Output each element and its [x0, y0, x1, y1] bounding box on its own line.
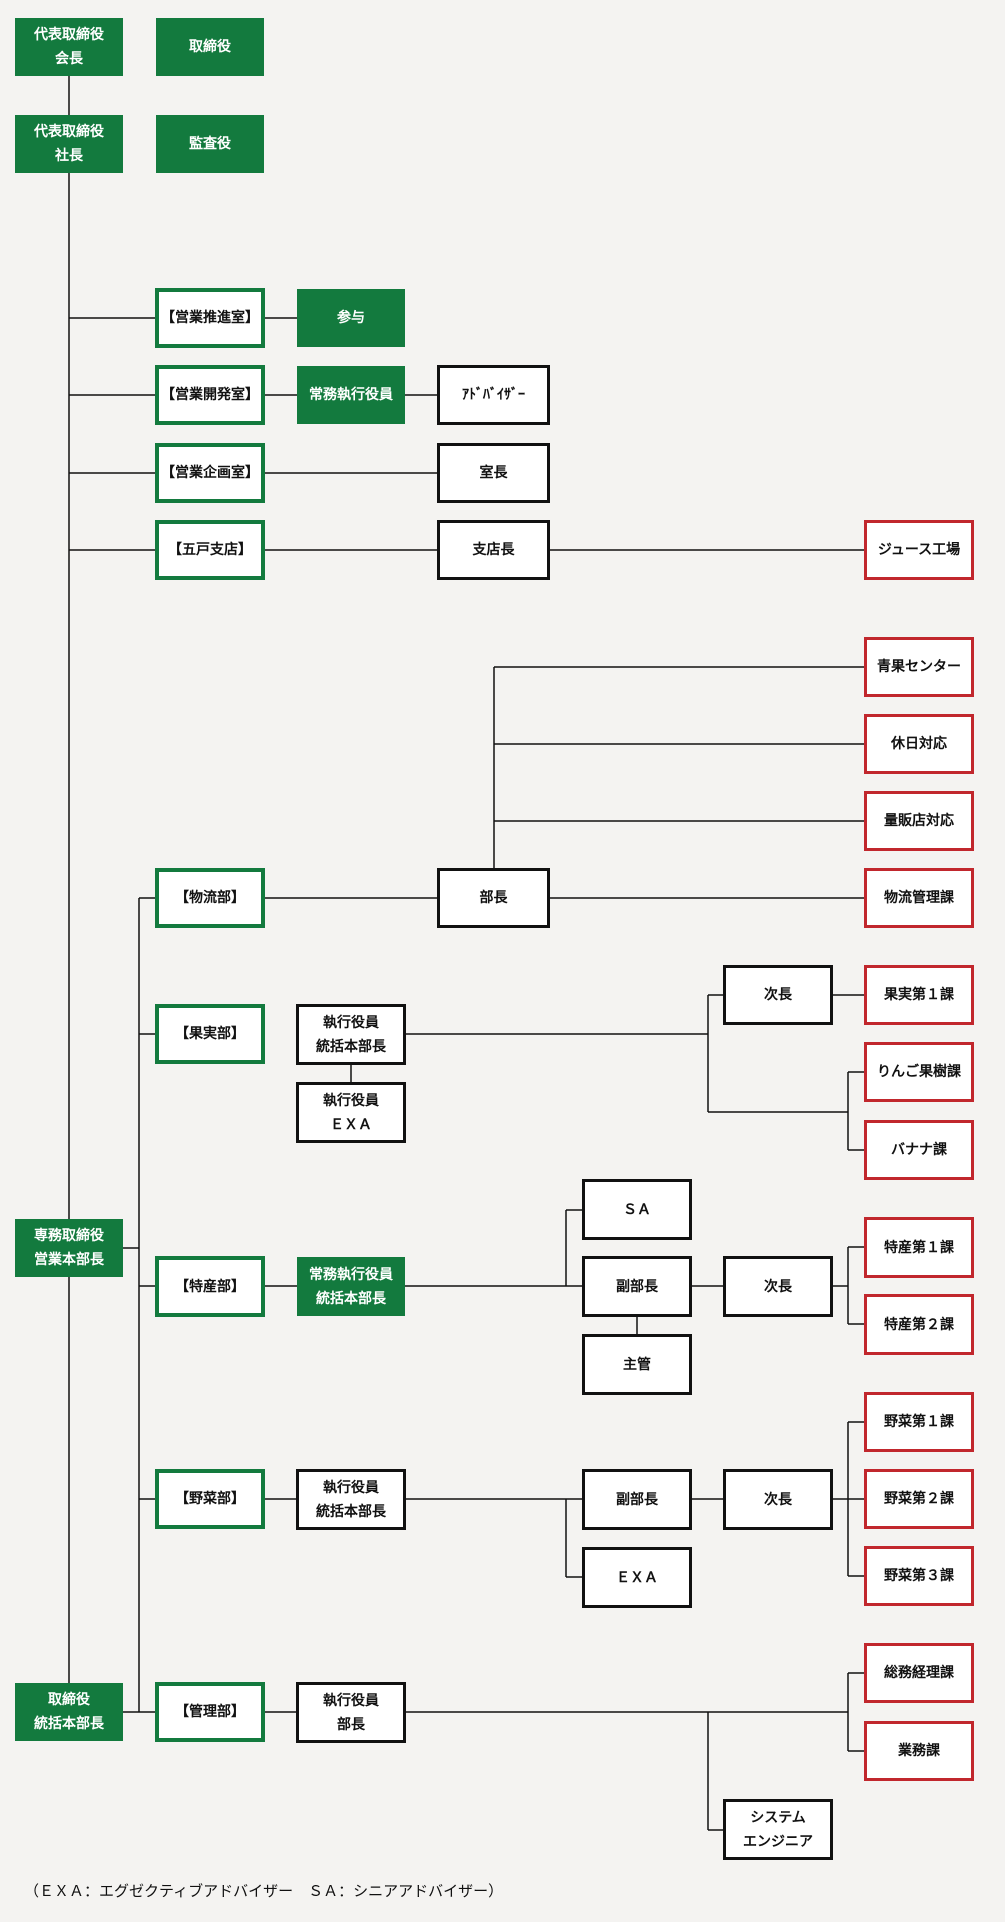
director-gm-node: 取締役 統括本部長	[15, 1683, 123, 1741]
vegetable-dept-node: 【野菜部】	[155, 1469, 265, 1529]
director-node: 取締役	[156, 18, 264, 76]
auditor-node: 監査役	[156, 115, 264, 173]
vegetable-section-2-node: 野菜第２課	[864, 1469, 974, 1529]
administration-dept-node: 【管理部】	[155, 1682, 265, 1742]
logistics-dept-node: 【物流部】	[155, 868, 265, 928]
senior-managing-director-node: 専務取締役 営業本部長	[15, 1219, 123, 1277]
vegetable-vice-head-node: 副部長	[582, 1469, 692, 1530]
vegetable-section-3-node: 野菜第３課	[864, 1546, 974, 1606]
president-node: 代表取締役 社長	[15, 115, 123, 173]
vegetable-deputy-node: 次長	[723, 1469, 833, 1530]
fruit-executive-node: 執行役員 統括本部長	[296, 1004, 406, 1065]
apple-section-node: りんご果樹課	[864, 1042, 974, 1102]
managing-executive-officer-node: 常務執行役員	[297, 366, 405, 424]
business-section-node: 業務課	[864, 1721, 974, 1781]
office-head-node: 室長	[437, 443, 550, 503]
holiday-support-node: 休日対応	[864, 714, 974, 774]
local-section-2-node: 特産第２課	[864, 1294, 974, 1355]
local-vice-head-node: 副部長	[582, 1256, 692, 1317]
administration-executive-node: 執行役員 部長	[296, 1682, 406, 1743]
branch-manager-node: 支店長	[437, 520, 550, 580]
fruit-section-1-node: 果実第１課	[864, 965, 974, 1025]
sales-development-office-node: 【営業開発室】	[155, 365, 265, 425]
banana-section-node: バナナ課	[864, 1120, 974, 1180]
mass-retail-node: 量販店対応	[864, 791, 974, 851]
produce-center-node: 青果センター	[864, 637, 974, 697]
fruit-dept-node: 【果実部】	[155, 1004, 265, 1064]
local-deputy-node: 次長	[723, 1256, 833, 1317]
general-affairs-section-node: 総務経理課	[864, 1643, 974, 1703]
juice-factory-node: ジュース工場	[864, 520, 974, 580]
fruit-exa-node: 執行役員 ＥＸＡ	[296, 1082, 406, 1143]
local-chief-node: 主管	[582, 1334, 692, 1395]
local-section-1-node: 特産第１課	[864, 1217, 974, 1278]
vegetable-executive-node: 執行役員 統括本部長	[296, 1469, 406, 1530]
fruit-deputy-node: 次長	[723, 965, 833, 1025]
system-engineer-node: システム エンジニア	[723, 1799, 833, 1860]
gonohe-branch-node: 【五戸支店】	[155, 520, 265, 580]
logistics-head-node: 部長	[437, 868, 550, 928]
sales-planning-office-node: 【営業企画室】	[155, 443, 265, 503]
chairman-node: 代表取締役 会長	[15, 18, 123, 76]
logistics-management-node: 物流管理課	[864, 868, 974, 928]
vegetable-exa-node: ＥＸＡ	[582, 1547, 692, 1608]
advisor-node: ｱﾄﾞﾊﾞｲｻﾞｰ	[437, 365, 550, 425]
local-sa-node: ＳＡ	[582, 1179, 692, 1240]
counselor-node: 参与	[297, 289, 405, 347]
vegetable-section-1-node: 野菜第１課	[864, 1392, 974, 1452]
footnote-legend: （ＥＸＡ：エグゼクティブアドバイザー ＳＡ：シニアアドバイザー）	[24, 1882, 504, 1900]
local-executive-node: 常務執行役員 統括本部長	[297, 1257, 405, 1316]
sales-promotion-office-node: 【営業推進室】	[155, 288, 265, 348]
local-specialty-dept-node: 【特産部】	[155, 1256, 265, 1317]
